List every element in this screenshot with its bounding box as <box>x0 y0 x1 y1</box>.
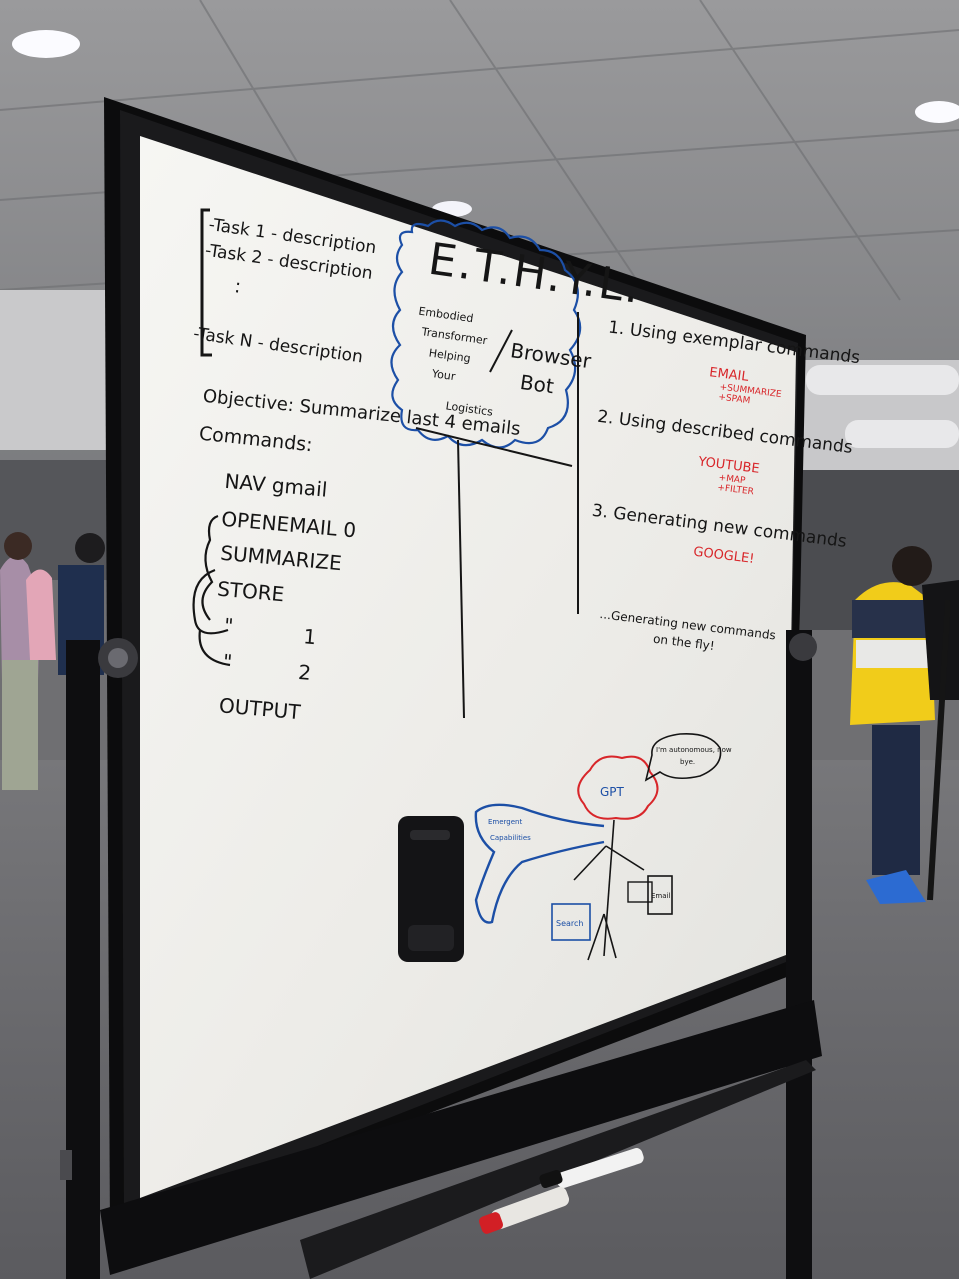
repeat-num-2: 2 <box>297 660 312 685</box>
gpt-drawing: GPT I'm autonomous, now bye. Emergent Ca… <box>474 732 732 961</box>
step-1-sub-2: +SPAM <box>718 392 751 406</box>
ceiling-light <box>12 30 80 58</box>
speech-line-2: bye. <box>680 758 695 766</box>
step-1-note: EMAIL <box>708 365 750 385</box>
speech-line-1: I'm autonomous, now <box>656 746 732 754</box>
ethyl-cloud <box>390 219 582 449</box>
emergent-line-1: Emergent <box>488 818 522 826</box>
search-label: Search <box>556 919 583 928</box>
white-marker <box>539 1148 644 1189</box>
whiteboard-stand <box>60 630 822 1279</box>
step-2-sub-1: +MAP <box>718 473 746 486</box>
acronym-helping: Helping <box>428 346 471 365</box>
repeat-ditto-1: " <box>223 613 234 638</box>
repeat-ditto-2: " <box>222 649 233 674</box>
task-ellipsis: : <box>233 275 242 298</box>
step-2-sub-2: +FILTER <box>717 483 755 497</box>
gpt-label: GPT <box>600 785 625 799</box>
search-box <box>551 903 591 941</box>
speech-bubble <box>644 732 722 782</box>
email-label: Email <box>651 892 670 900</box>
step-3-note: GOOGLE! <box>692 545 755 567</box>
acronym-your: Your <box>430 367 457 383</box>
background-people <box>0 532 959 904</box>
repeat-num-1: 1 <box>302 624 317 649</box>
whiteboard-surface <box>140 136 796 1198</box>
red-marker <box>478 1186 570 1234</box>
ceiling-light <box>915 101 959 123</box>
bot-label: Bot <box>519 370 556 398</box>
emergent-line-2: Capabilities <box>490 834 531 842</box>
emergent-arm <box>474 803 605 924</box>
gpt-scribble-head <box>577 755 659 820</box>
email-box <box>647 875 673 915</box>
marker-tray <box>478 1148 644 1234</box>
phone-holder <box>398 816 464 962</box>
command-store: STORE <box>216 577 285 607</box>
